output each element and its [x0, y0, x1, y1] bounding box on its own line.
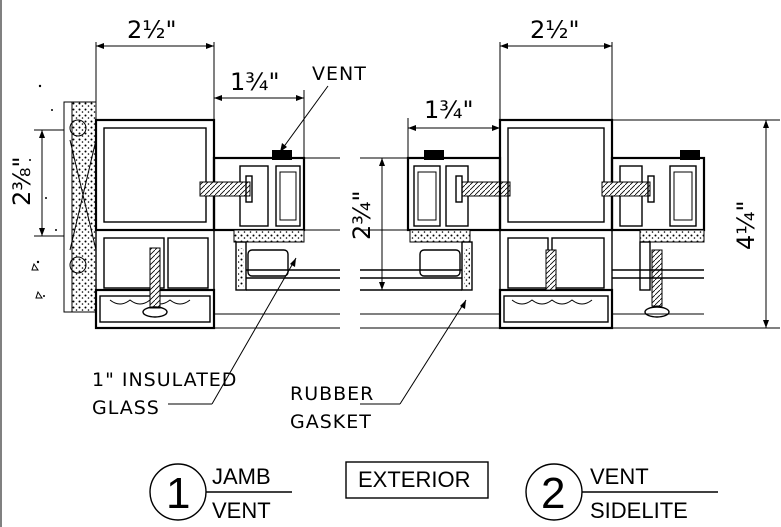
detail-1-line1: JAMB — [212, 464, 271, 489]
vent-label: VENT — [312, 63, 367, 85]
detail-1-number: 1 — [166, 469, 190, 518]
detail-2-number: 2 — [541, 469, 565, 518]
glass-label-line1: 1" INSULATED — [92, 369, 237, 391]
detail-2-line1: VENT — [590, 464, 649, 489]
gasket-leader — [399, 299, 467, 405]
exterior-tag: EXTERIOR — [345, 461, 489, 499]
dim-vent-depth-left: 1¾" — [230, 68, 280, 96]
mullion-main — [498, 118, 614, 232]
dim-vent-depth-right: 1¾" — [424, 96, 474, 124]
detail-2-title: 2 VENT SIDELITE — [525, 463, 718, 523]
exterior-label: EXTERIOR — [358, 467, 470, 492]
gasket-label-line2: GASKET — [290, 411, 372, 433]
masonry-wall — [69, 101, 97, 313]
frame-main — [94, 118, 216, 232]
dim-height-center: 2¾" — [348, 190, 376, 240]
glass-leader — [211, 257, 297, 405]
exterior-box — [345, 461, 489, 499]
dim-top-width-left: 2½" — [127, 16, 177, 44]
dim-height-right: 4¼" — [732, 200, 760, 250]
glass-label-line2: GLASS — [92, 397, 160, 419]
detail-1-title: 1 JAMB VENT — [149, 463, 292, 523]
dim-top-width-right: 2½" — [530, 16, 580, 44]
vent-leader — [279, 85, 329, 153]
gasket-label-line1: RUBBER — [290, 383, 374, 405]
anchor-screw-1 — [199, 175, 253, 203]
glass-note: 1" INSULATED GLASS — [92, 257, 297, 419]
detail-1-jamb-vent: 2½" 1¾" VENT 2⅜" — [8, 16, 367, 330]
detail-2-line2: SIDELITE — [590, 498, 688, 523]
detail-1-line2: VENT — [212, 498, 271, 523]
gasket-note: RUBBER GASKET — [290, 299, 467, 433]
detail-2-vent-sidelite: 2½" 1¾" 2¾" 4¼" — [348, 16, 780, 330]
dim-side-left: 2⅜" — [8, 156, 36, 206]
